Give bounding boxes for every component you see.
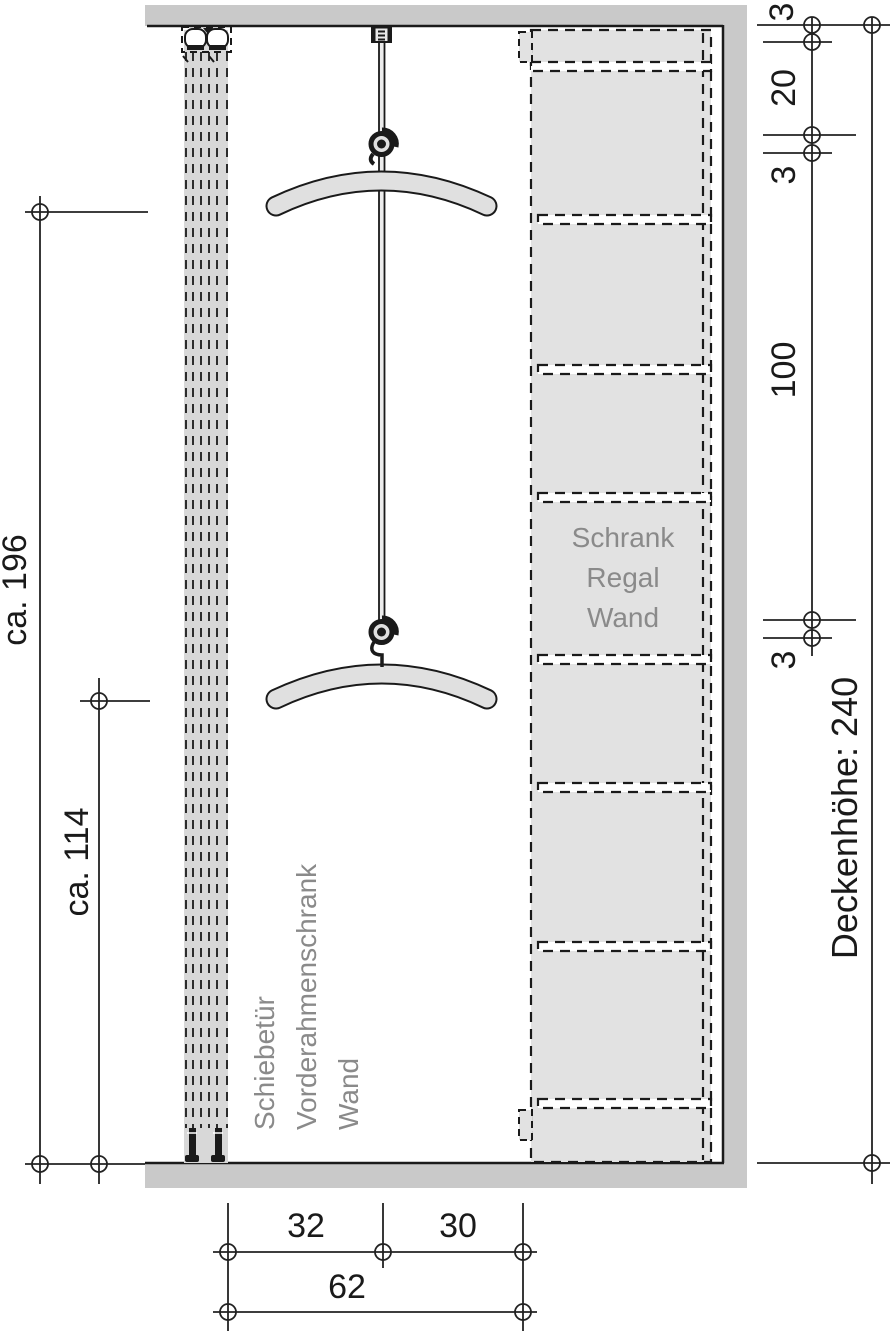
right-wall (723, 26, 747, 1163)
shelf-label-line3: Wand (586, 602, 660, 633)
shelf-bottom-notch (518, 1109, 533, 1141)
dim-label-ca-114: ca. 114 (58, 807, 96, 917)
dim-label-20: 20 (765, 69, 803, 107)
door-label-line2: Vorderahmenschrank (291, 863, 322, 1130)
hanger-bottom (265, 663, 498, 710)
dim-label-100: 100 (765, 341, 803, 399)
room-structure (145, 5, 747, 1188)
dimension-lines (25, 16, 890, 1331)
dim-label-62: 62 (328, 1268, 366, 1306)
dim-label-3-bottom: 3 (765, 650, 803, 670)
dim-label-32: 32 (287, 1207, 325, 1245)
shelf-label-line2: Regal (586, 562, 660, 593)
dim-label-ceiling-height: Deckenhöhe: 240 (824, 676, 865, 960)
dim-left (25, 196, 150, 1184)
shelf-top-notch (518, 31, 533, 63)
shelf-label-line1: Schrank (571, 522, 675, 553)
hanger-top (265, 170, 498, 217)
dim-label-ca-196: ca. 196 (0, 534, 34, 646)
dim-label-3-top: 3 (763, 2, 801, 22)
door-top-rollers (181, 26, 232, 63)
wardrobe-lift (265, 26, 498, 710)
floor-slab (145, 1163, 747, 1188)
pulley-top (368, 127, 399, 166)
shelf-unit (518, 28, 713, 1164)
sliding-door (181, 26, 232, 1163)
ceiling-mount (371, 26, 392, 43)
door-label-line3: Wand (333, 1057, 364, 1130)
door-panel-dashed-edges (185, 52, 228, 1128)
dim-label-3-mid: 3 (765, 165, 803, 185)
shelf-label: Schrank Regal Wand (523, 518, 723, 638)
dim-right-inner (757, 16, 890, 656)
door-label-line1: Schiebetür (249, 996, 280, 1130)
door-label: Schiebetür Vorderahmenschrank Wand (244, 790, 374, 1130)
dim-bottom (213, 1203, 537, 1331)
door-bottom-guides (185, 1128, 225, 1162)
dim-label-30: 30 (439, 1207, 477, 1245)
door-panels-fill (184, 30, 228, 1163)
dim-right-outer (757, 16, 890, 1184)
shelf-dividers (529, 60, 713, 1110)
pulley-bottom (368, 615, 399, 667)
ceiling-slab (145, 5, 747, 26)
